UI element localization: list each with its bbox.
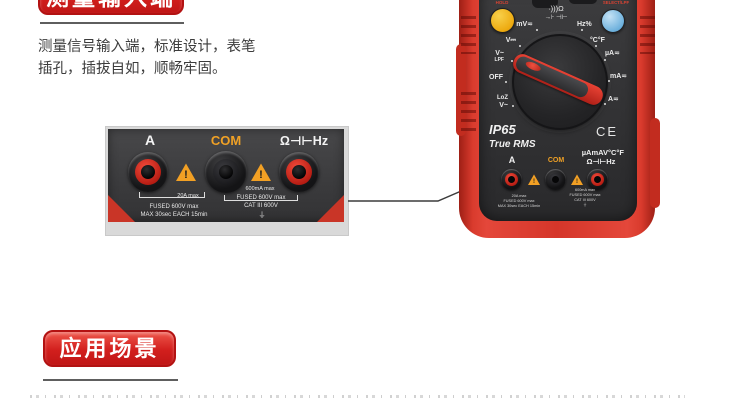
jack-closeup-photo: A COM Ω⊣⊢Hz ! ! 20A max FUSED 600V max M… bbox=[105, 126, 349, 236]
jack-panel: A COM Ω⊣⊢Hz ! ! 20A max FUSED 600V max M… bbox=[108, 129, 344, 222]
input-caption-units: µAmAV°C°F bbox=[581, 148, 624, 157]
true-rms-label: True RMS bbox=[489, 139, 536, 150]
warning-exclamation: ! bbox=[259, 169, 263, 181]
meter-rating-fused-right: FUSED 600V max bbox=[569, 193, 601, 197]
dial-tick bbox=[536, 29, 538, 31]
clipped-text-line bbox=[30, 395, 685, 398]
rating-fused-right: FUSED 600V max bbox=[236, 195, 286, 201]
input-description-line1: 测量信号输入端，标准设计，表笔 bbox=[38, 39, 256, 55]
lcd-frame-foot bbox=[532, 0, 558, 8]
dial-label-mv: mV≂ bbox=[516, 21, 533, 28]
section-title-underline bbox=[40, 22, 184, 24]
grip-left bbox=[456, 44, 466, 136]
meter-rating-cat: CAT III 600V bbox=[574, 198, 596, 202]
warning-exclamation: ! bbox=[184, 169, 188, 181]
jack-hole bbox=[292, 165, 306, 179]
meter-rating-20a: 20A max bbox=[511, 194, 527, 198]
application-underline bbox=[43, 379, 178, 381]
jack-label-ohm-hz: Ω⊣⊢Hz bbox=[279, 134, 329, 148]
hold-button bbox=[490, 8, 515, 33]
dial-label-loz: LoZ V~ bbox=[484, 95, 508, 109]
hold-button-label: HOLD bbox=[495, 0, 509, 5]
dial-label-vac: V~ bbox=[495, 50, 504, 57]
jack-ohm-red bbox=[279, 152, 319, 192]
rating-max30: MAX 30sec EACH 15min bbox=[140, 212, 208, 218]
dial-label-ua: µA≂ bbox=[605, 50, 620, 57]
grip-ridges-left bbox=[461, 16, 476, 54]
warning-triangle-icon: ! bbox=[528, 174, 540, 185]
meter-jack-ohm bbox=[587, 169, 608, 190]
ip-rating: IP65 bbox=[489, 122, 516, 137]
dial-label-hz: Hz% bbox=[577, 21, 592, 28]
dial-label-lpf: LPF bbox=[494, 57, 504, 63]
dial-tick bbox=[512, 105, 514, 107]
dial-label-off: OFF bbox=[489, 74, 503, 81]
jack-amps-red bbox=[128, 152, 168, 192]
dial-label-ma: mA≂ bbox=[610, 73, 628, 80]
section-title-application-badge: 应用场景 bbox=[43, 330, 176, 367]
ground-icon: ⏚ bbox=[258, 212, 266, 219]
dial-label-temp: °C°F bbox=[590, 37, 605, 44]
meter-jack-amps bbox=[501, 169, 522, 190]
meter-jack-label-amps: A bbox=[508, 155, 516, 165]
rating-600ma: 600mA max bbox=[245, 186, 275, 192]
grip-right bbox=[650, 118, 660, 208]
grip-ridges-right bbox=[640, 16, 655, 54]
dial-label-vac-lpf: V~ LPF bbox=[480, 50, 504, 64]
meter-rating-right: 600mA max FUSED 600V max CAT III 600V ⏚ bbox=[558, 188, 612, 208]
dial-label-loz-text: LoZ bbox=[497, 95, 508, 101]
warning-exclamation: ! bbox=[533, 179, 535, 185]
grip-ridges-left-lower bbox=[461, 92, 476, 132]
dial-label-loz-v: V~ bbox=[499, 102, 508, 109]
input-description: 测量信号输入端，标准设计，表笔 插孔，插拔自如，顺畅牢固。 bbox=[38, 36, 308, 80]
ground-icon: ⏚ bbox=[583, 203, 587, 207]
meter-jack-com bbox=[545, 169, 566, 190]
select-lpf-button-label: SELECT/LPF bbox=[602, 0, 630, 5]
rating-cat: CAT III 600V bbox=[244, 203, 278, 209]
dial-tick bbox=[519, 45, 521, 47]
meter-jack-label-com: COM bbox=[547, 157, 565, 164]
continuity-ohm-icons: ·)))Ω bbox=[548, 4, 564, 13]
meter-rating-fused-left: FUSED 600V max bbox=[503, 199, 535, 203]
meter-rating-max30: MAX 30sec EACH 15min bbox=[497, 204, 541, 208]
dial-tick bbox=[505, 81, 507, 83]
jack-label-com: COM bbox=[210, 133, 242, 148]
dial-tick bbox=[511, 60, 513, 62]
select-lpf-button bbox=[601, 9, 625, 33]
dial-tick bbox=[581, 29, 583, 31]
dial-tick bbox=[608, 80, 610, 82]
warning-triangle-icon: ! bbox=[571, 174, 583, 185]
jack-hole bbox=[594, 176, 601, 183]
rating-bracket-left bbox=[139, 192, 205, 198]
jack-label-amps: A bbox=[144, 132, 156, 148]
dial-label-vdc: V⎓ bbox=[505, 37, 516, 44]
input-description-line2: 插孔，插拔自如，顺畅牢固。 bbox=[38, 61, 227, 77]
dial-label-a: A≂ bbox=[608, 96, 619, 103]
rating-bracket-right bbox=[224, 195, 298, 201]
diode-capacitor-icons: →⊦ ⊣⊢ bbox=[544, 14, 568, 21]
jack-hole bbox=[552, 176, 559, 183]
meter-rating-left: 20A max FUSED 600V max MAX 30sec EACH 15… bbox=[492, 194, 546, 209]
lcd-frame-foot bbox=[569, 0, 597, 4]
warning-exclamation: ! bbox=[576, 179, 578, 185]
jack-hole bbox=[141, 165, 155, 179]
ce-mark: CE bbox=[596, 124, 619, 139]
rating-fused-left: FUSED 600V max bbox=[149, 204, 199, 210]
meter-rating-600ma: 600mA max bbox=[574, 188, 596, 192]
jack-hole bbox=[219, 165, 233, 179]
rating-20a: 20A max bbox=[177, 193, 199, 199]
section-title-input-badge: 测量输入端 bbox=[38, 0, 184, 15]
jack-com-black bbox=[205, 151, 247, 193]
dial-tick bbox=[604, 59, 606, 61]
jack-hole bbox=[508, 176, 515, 183]
dial-tick bbox=[604, 103, 606, 105]
input-caption-ohm-hz: Ω⊣⊢Hz bbox=[586, 157, 616, 166]
dial-tick bbox=[595, 45, 597, 47]
